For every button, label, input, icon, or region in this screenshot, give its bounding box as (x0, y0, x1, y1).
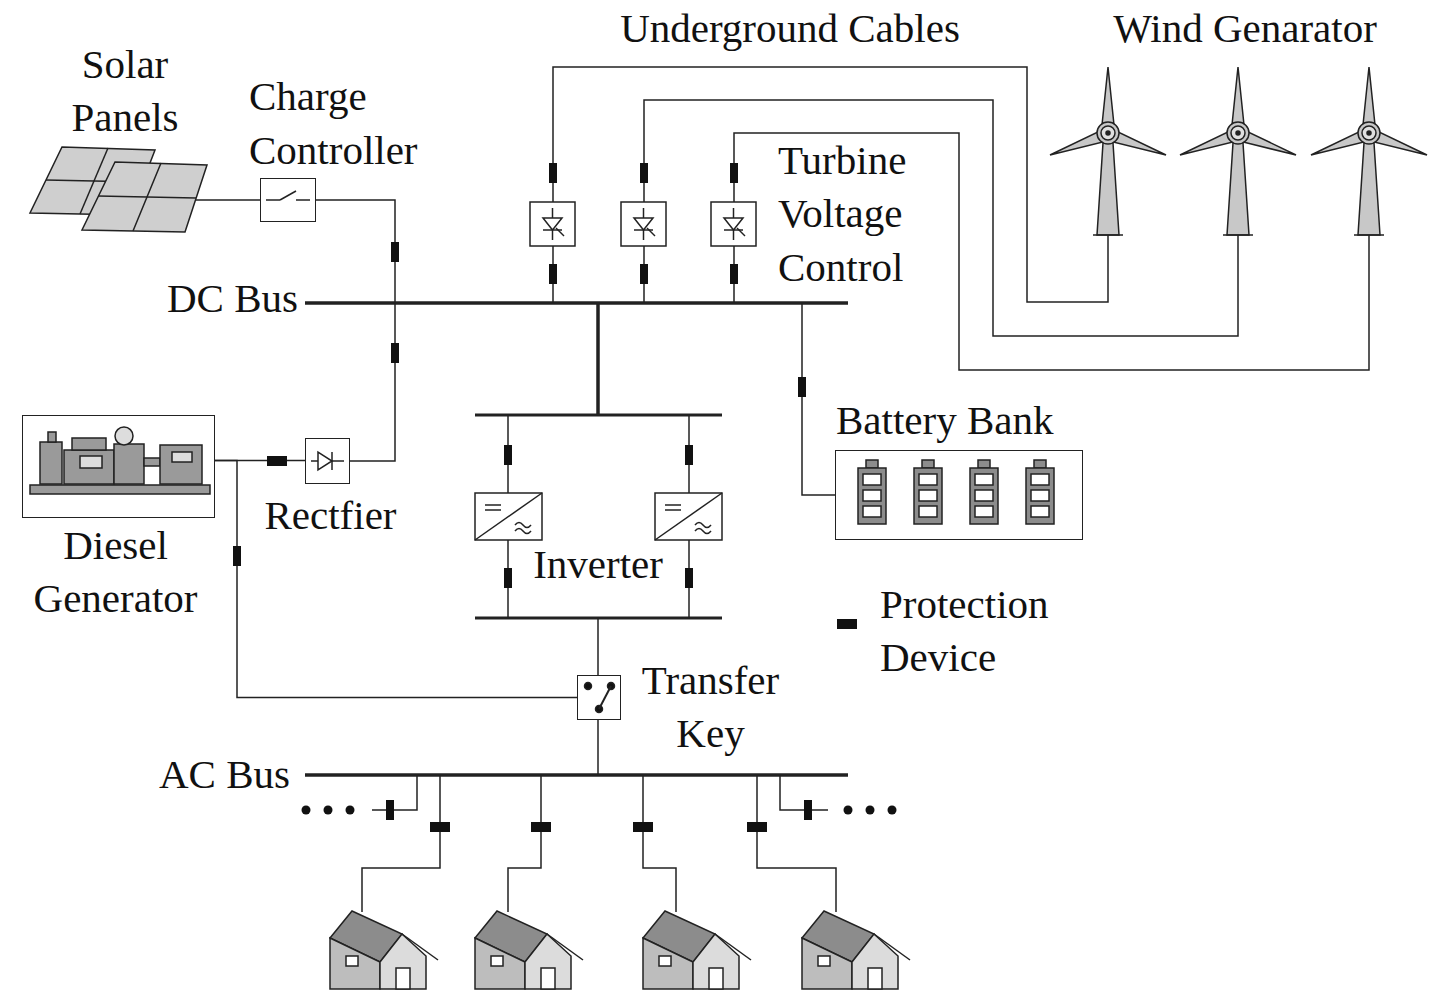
component-label: Solar Panels (30, 38, 220, 145)
transfer-key-box: Transfer Key (577, 675, 621, 720)
component-label: Turbine Voltage Control (778, 134, 943, 294)
diesel-generator-box: Diesel Generator (22, 415, 215, 518)
component-label: Wind Genarator (1060, 2, 1430, 55)
rectifier-label: Rectfier (258, 489, 403, 542)
charge-controller-label: Charge Controller (249, 70, 479, 177)
battery-bank-box: Battery Bank (835, 450, 1083, 540)
transfer-key-label: Transfer Key (628, 654, 793, 761)
legend-entry: Protection Device (880, 578, 1110, 685)
cable-label: Underground Cables (570, 2, 1010, 55)
battery-bank-label: Battery Bank (836, 394, 1126, 447)
diesel-generator-label: Diesel Generator (8, 519, 223, 626)
rectifier-box: Rectfier (305, 438, 350, 484)
charge-controller-box: Charge Controller (260, 178, 316, 222)
component-label: Inverter (527, 538, 669, 591)
bus-label: DC Bus (120, 272, 298, 325)
wire (215, 461, 577, 698)
bus-label: AC Bus (110, 748, 290, 801)
